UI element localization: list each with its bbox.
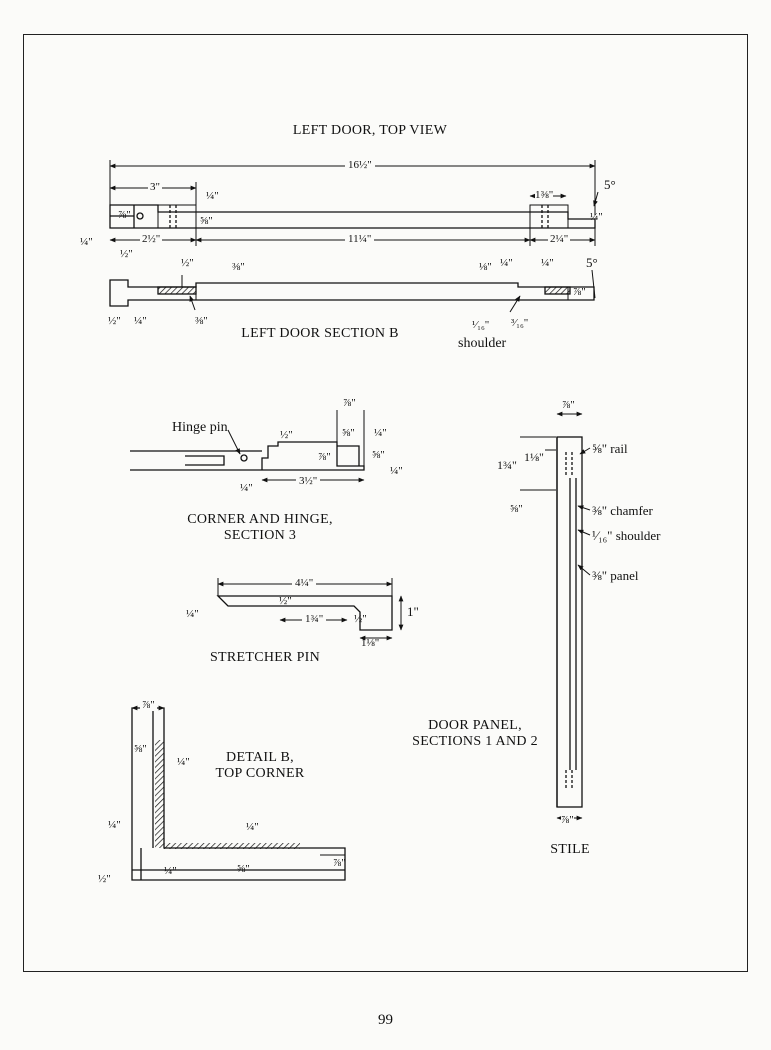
dim-secb-quarter-c: ¼" [134,315,147,327]
dim-top-quarter-r: ¼" [590,211,603,223]
dim-top-quarter-a: ¼" [206,190,219,202]
dim-secb-quarter-a: ¼" [500,257,513,269]
dim-top-half: ½" [120,248,133,260]
detail-b-drawing [131,705,346,881]
dim-top-11-1-4: 11¼" [345,234,375,245]
dim-top-5deg: 5° [604,177,616,192]
dim-db-7-8-b: ⅞" [333,857,346,869]
dim-ch-quarter-b: ¼" [390,465,403,477]
dim-top-quarter-l: ¼" [80,236,93,248]
dim-sp-quarter: ¼" [186,608,199,620]
dim-db-quarter-b: ¼" [108,819,121,831]
dim-top-2-1-4: 2¼" [548,233,571,245]
dim-sp-1-1-8: 1⅛" [361,637,380,649]
dim-db-half: ½" [98,873,111,885]
dim-db-5-8-b: ⅝" [237,863,250,875]
dim-secb-quarter-b: ¼" [541,257,554,269]
caption-door-panel-line2: SECTIONS 1 AND 2 [412,734,538,749]
dim-secb-1-8: ⅛" [479,261,492,273]
caption-corner-line1: CORNER AND HINGE, [187,512,333,527]
left-door-top-view-drawing [109,160,599,246]
page-number: 99 [378,1012,393,1028]
label-panel: ⅜" panel [592,568,639,583]
dim-secb-3-16: ³⁄₁₆" [511,317,529,329]
dim-st-1-3-4: 1¾" [497,458,517,472]
corner-hinge-drawing [130,410,365,483]
caption-detail-b: DETAIL B, TOP CORNER [190,750,330,782]
caption-left-door-section-b: LEFT DOOR SECTION B [241,326,399,341]
dim-st-1-1-8: 1⅛" [524,450,544,464]
dim-top-5-8: ⅝" [200,215,213,227]
dim-sp-half: ½" [279,595,292,607]
dim-ch-5-8: ⅝" [342,427,355,439]
dim-top-1-3-8: 1⅜" [535,189,554,201]
dim-ch-3-1-2: 3½" [296,476,321,487]
caption-door-panel: DOOR PANEL, SECTIONS 1 AND 2 [395,718,555,750]
dim-db-quarter-c: ¼" [246,821,259,833]
dim-sp-1-3-4: 1¾" [302,614,327,625]
dim-db-5-8: ⅝" [134,743,147,755]
dim-ch-quarter-c: ¼" [240,482,253,494]
stile-drawing [520,411,591,821]
dim-secb-half-b: ½" [108,315,121,327]
label-rail: ⅝" rail [592,441,628,456]
dim-sp-1: 1" [407,604,419,619]
dim-top-7-8: ⅞" [118,209,131,221]
dim-top-2-1-2: 2½" [140,233,163,245]
dim-db-quarter-a: ¼" [177,756,190,768]
caption-door-panel-line1: DOOR PANEL, [428,718,522,733]
dim-db-7-8: ⅞" [140,699,157,711]
label-shoulder-16: ¹⁄₁₆" shoulder [592,528,661,543]
caption-left-door-top-view: LEFT DOOR, TOP VIEW [292,123,448,138]
dim-secb-half: ½" [181,257,194,269]
dim-db-quarter-d: ¼" [164,865,177,877]
dim-sp-4-1-4: 4¼" [292,578,317,589]
dim-secb-3-8: ⅜" [232,261,245,273]
dim-st-7-8-b: ⅞" [561,814,574,826]
dim-ch-quarter-a: ¼" [374,427,387,439]
dim-ch-5-8-b: ⅝" [372,449,385,461]
caption-detail-b-line1: DETAIL B, [226,750,294,765]
label-chamfer: ⅜" chamfer [592,503,653,518]
dim-st-7-8: ⅞" [562,399,575,411]
dim-secb-1-16: ¹⁄₁₆" [472,319,490,331]
dim-top-3: 3" [148,181,162,193]
caption-corner-and-hinge: CORNER AND HINGE, SECTION 3 [170,512,350,544]
dim-st-5-8: ⅝" [510,503,523,515]
page-border [23,34,748,972]
dim-ch-7-8: ⅞" [343,397,356,409]
caption-stile: STILE [550,842,590,857]
dim-ch-half: ½" [280,429,293,441]
caption-detail-b-line2: TOP CORNER [215,766,305,781]
dim-secb-7-8: ⅞" [573,286,586,298]
left-door-section-b-drawing [109,269,596,313]
label-shoulder: shoulder [458,336,507,351]
caption-stretcher-pin: STRETCHER PIN [209,650,321,665]
dim-ch-7-8-b: ⅞" [318,451,331,463]
caption-corner-line2: SECTION 3 [223,528,297,543]
dim-top-overall: 16½" [345,160,375,171]
dim-secb-5deg: 5° [586,255,598,270]
dim-secb-3-8-b: ⅜" [195,315,208,327]
dim-sp-half-b: ½" [354,613,367,625]
label-hinge-pin: Hinge pin [172,420,228,435]
